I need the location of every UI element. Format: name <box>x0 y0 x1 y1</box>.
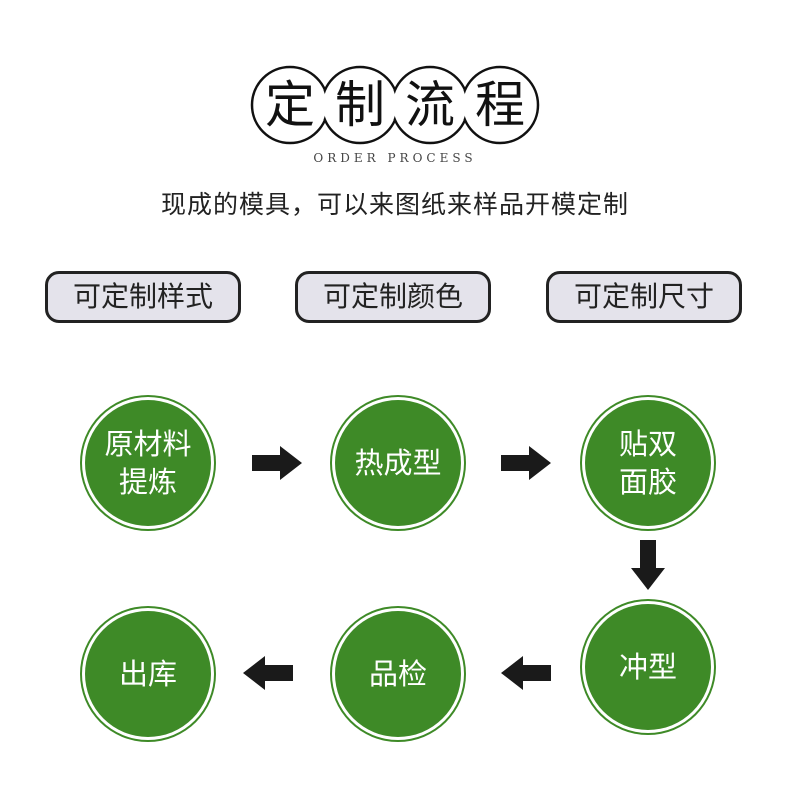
step-inspection-label: 品检 <box>368 657 427 691</box>
step-die-cut-label: 冲型 <box>618 650 677 684</box>
step-inspection: 品检 <box>335 611 461 737</box>
arrow-down-icon <box>631 540 665 590</box>
step-double-sided-tape-label: 贴双 面胶 <box>618 427 677 499</box>
title-char-2: 制 <box>335 76 385 134</box>
arrow-right-icon <box>501 446 551 480</box>
intro-text: 现成的模具，可以来图纸来样品开模定制 <box>160 190 629 219</box>
option-color: 可定制颜色 <box>295 271 491 323</box>
step-shipping: 出库 <box>85 611 211 737</box>
option-style: 可定制样式 <box>45 271 241 323</box>
step-raw-material-label: 原材料 提炼 <box>104 427 192 499</box>
title-char-3: 流 <box>405 76 455 134</box>
step-die-cut: 冲型 <box>585 604 711 730</box>
title-bubbles <box>250 65 540 145</box>
arrow-left-icon <box>501 656 551 690</box>
step-double-sided-tape: 贴双 面胶 <box>585 400 711 526</box>
process-title: 定 制 流 程 <box>0 60 790 156</box>
step-thermoforming: 热成型 <box>335 400 461 526</box>
step-shipping-label: 出库 <box>118 657 177 691</box>
option-size: 可定制尺寸 <box>546 271 742 323</box>
arrow-left-icon <box>243 656 293 690</box>
title-char-4: 程 <box>475 76 525 134</box>
step-raw-material: 原材料 提炼 <box>85 400 211 526</box>
step-thermoforming-label: 热成型 <box>354 446 442 480</box>
arrow-right-icon <box>252 446 302 480</box>
english-subtitle: ORDER PROCESS <box>313 151 477 165</box>
title-char-1: 定 <box>265 76 315 134</box>
